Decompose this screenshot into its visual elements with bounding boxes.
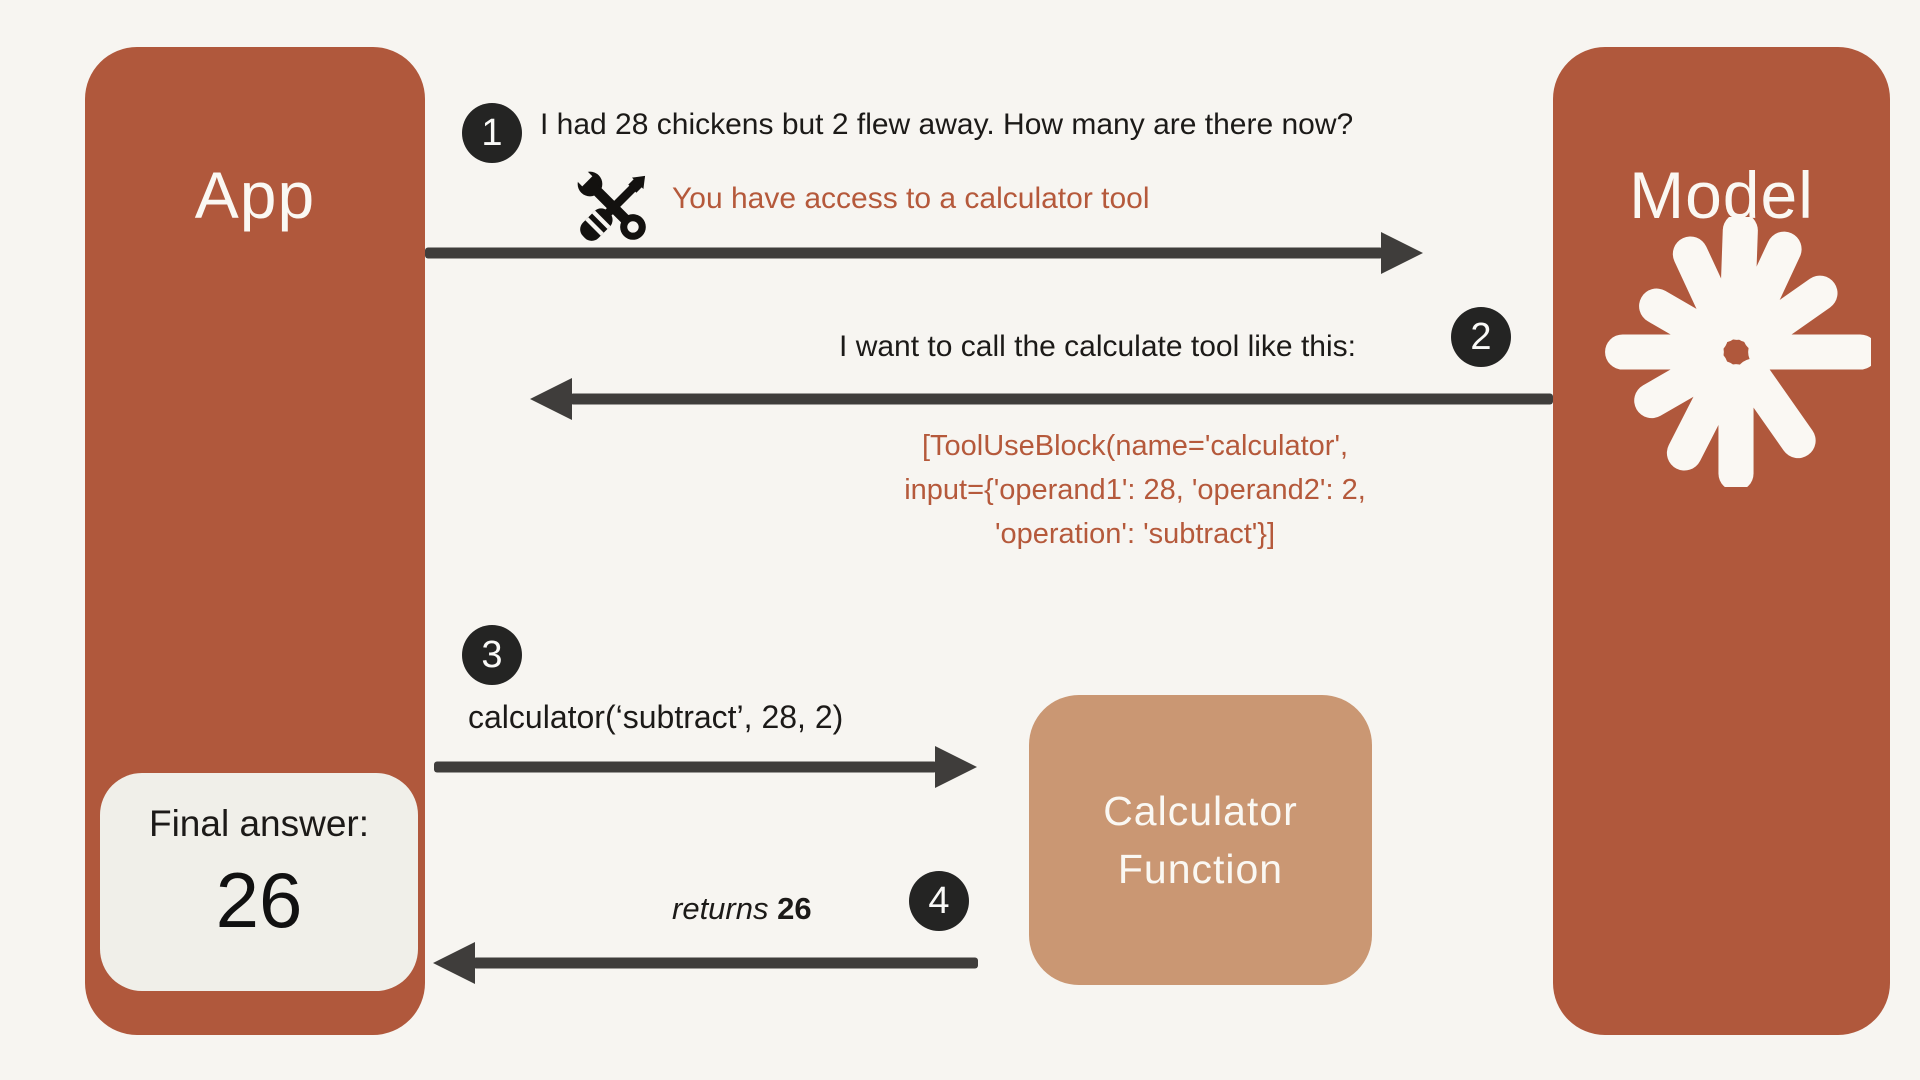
code-line: input={'operand1': 28, 'operand2': 2, (904, 474, 1366, 506)
arrow-model-to-app (530, 377, 1553, 421)
arrow-app-to-calculator (434, 745, 979, 789)
step-4-badge: 4 (909, 871, 969, 931)
final-answer-value: 26 (215, 856, 303, 944)
step-3-message: calculator(‘subtract’, 28, 2) (468, 699, 844, 735)
step-3-badge: 3 (462, 625, 522, 685)
returns-label: returns (672, 891, 769, 926)
step-2-message: I want to call the calculate tool like t… (839, 330, 1356, 363)
step-4-message: returns 26 (672, 891, 812, 927)
arrow-calculator-to-app (433, 941, 978, 985)
tools-icon (572, 166, 646, 241)
step-1-system-note: You have access to a calculator tool (672, 182, 1150, 215)
returns-value: 26 (777, 891, 812, 926)
arrow-app-to-model (425, 231, 1425, 275)
starburst-icon (1605, 217, 1871, 487)
calculator-function-node: Calculator Function (1029, 695, 1372, 985)
tool-use-block-code: [ToolUseBlock(name='calculator', input={… (835, 424, 1435, 556)
app-node-label: App (194, 158, 316, 232)
model-node: Model (1553, 47, 1890, 1035)
calculator-function-label-line2: Function (1117, 846, 1284, 892)
final-answer-label: Final answer: (148, 803, 370, 844)
step-1-message: I had 28 chickens but 2 flew away. How m… (540, 108, 1354, 141)
calculator-function-label-line1: Calculator (1103, 788, 1298, 834)
step-2-number: 2 (1470, 315, 1492, 358)
model-node-label: Model (1629, 158, 1814, 232)
step-2-badge: 2 (1451, 307, 1511, 367)
step-3-number: 3 (481, 633, 503, 676)
code-line: 'operation': 'subtract'}] (994, 518, 1276, 550)
step-1-number: 1 (481, 111, 503, 154)
code-line: [ToolUseBlock(name='calculator', (921, 430, 1349, 462)
final-answer-card: Final answer: 26 (100, 773, 418, 991)
step-1-badge: 1 (462, 103, 522, 163)
step-4-number: 4 (928, 879, 950, 922)
